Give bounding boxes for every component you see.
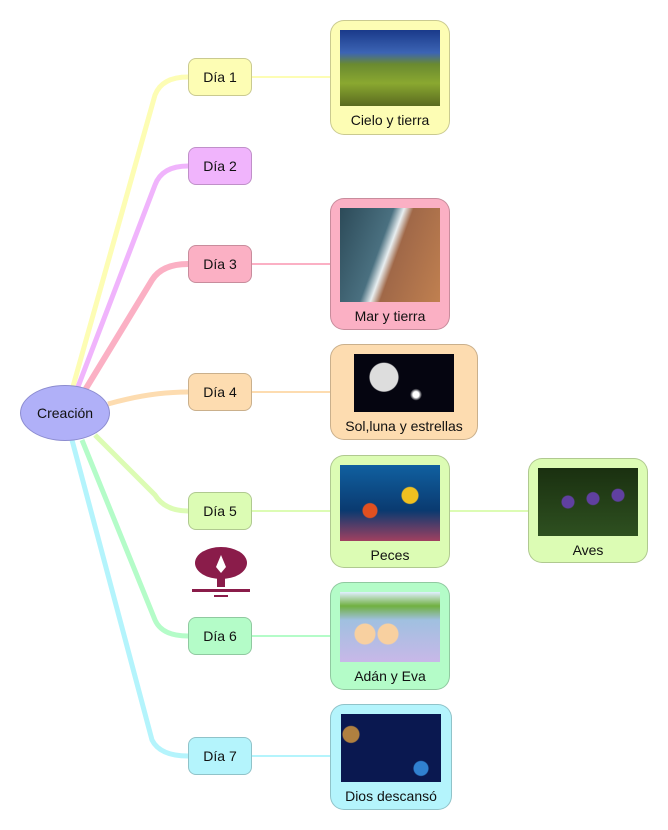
node-aves[interactable]: Aves — [528, 458, 648, 563]
card-label: Cielo y tierra — [350, 112, 430, 128]
node-peces[interactable]: Peces — [330, 455, 450, 568]
birds-image — [538, 468, 638, 536]
card-label: Aves — [572, 542, 604, 558]
card-label: Dios descansó — [345, 788, 437, 804]
card-label: Mar y tierra — [354, 308, 426, 324]
branch-dia-4 — [107, 389, 189, 407]
node-dios-descanso[interactable]: Dios descansó — [330, 704, 452, 810]
card-label: Sol,luna y estrellas — [345, 418, 463, 434]
node-cielo-y-tierra[interactable]: Cielo y tierra — [330, 20, 450, 135]
root-node-creacion[interactable]: Creación — [20, 385, 110, 441]
space-image — [354, 354, 454, 412]
branch-dia-7 — [69, 439, 189, 759]
node-adan-y-eva[interactable]: Adán y Eva — [330, 582, 450, 690]
rest-image — [341, 714, 441, 782]
node-dia-7[interactable]: Día 7 — [188, 737, 252, 775]
branch-dia-5 — [93, 433, 189, 514]
node-dia-2[interactable]: Día 2 — [188, 147, 252, 185]
branch-dia-6 — [79, 439, 189, 639]
node-dia-5[interactable]: Día 5 — [188, 492, 252, 530]
landscape-image — [340, 30, 440, 106]
school-logo — [190, 545, 252, 600]
node-dia-4[interactable]: Día 4 — [188, 373, 252, 411]
card-label: Adán y Eva — [354, 668, 426, 684]
node-sol-luna-estrellas[interactable]: Sol,luna y estrellas — [330, 344, 478, 440]
branch-dia-3 — [79, 261, 189, 397]
branch-dia-2 — [73, 163, 189, 393]
fish-image — [340, 465, 440, 541]
node-dia-1[interactable]: Día 1 — [188, 58, 252, 96]
node-dia-3[interactable]: Día 3 — [188, 245, 252, 283]
branch-dia-1 — [69, 74, 189, 391]
node-dia-6[interactable]: Día 6 — [188, 617, 252, 655]
adam-eve-image — [340, 592, 440, 662]
card-label: Peces — [370, 547, 410, 563]
node-mar-y-tierra[interactable]: Mar y tierra — [330, 198, 450, 330]
sea-coast-image — [340, 208, 440, 302]
